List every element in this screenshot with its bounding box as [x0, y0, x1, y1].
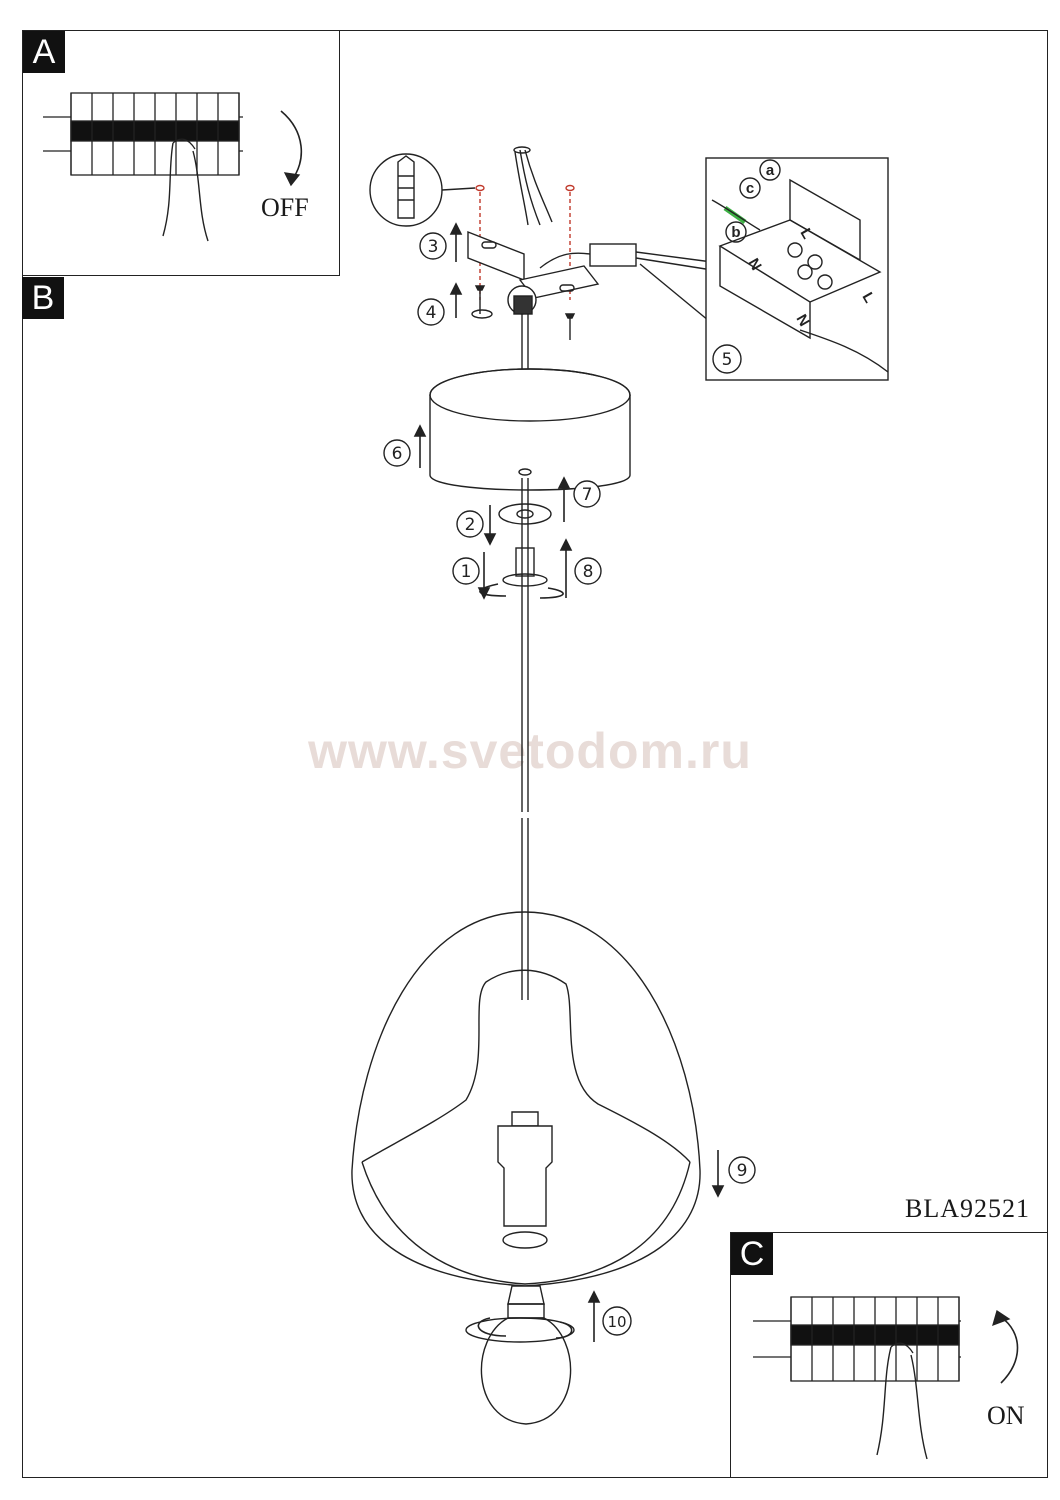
light-bulb [465, 1285, 575, 1425]
step-arrows [413, 222, 725, 1342]
panel-b-tag: B [22, 277, 64, 319]
page-frame [22, 30, 1048, 1478]
step-number-circles [383, 232, 756, 1336]
step-1: 1 [461, 562, 472, 582]
terminal-block-callout [705, 157, 889, 381]
step-6: 6 [392, 444, 403, 464]
panel-a-tag: A [23, 31, 65, 73]
panel-c: C ON [730, 1232, 1048, 1478]
terminal-label-b: b [731, 224, 740, 241]
terminal-label-c: c [746, 180, 754, 197]
step-3: 3 [428, 237, 439, 257]
step-7: 7 [582, 485, 593, 505]
on-label: ON [987, 1401, 1025, 1430]
terminal-label-a: a [766, 162, 775, 179]
wall-plug-icon [369, 153, 476, 227]
step-4: 4 [426, 303, 437, 323]
model-code: BLA92521 [905, 1194, 1030, 1223]
step-8: 8 [583, 562, 594, 582]
canopy [429, 368, 631, 491]
off-label: OFF [261, 193, 309, 222]
lamp-holder [497, 1111, 553, 1249]
breaker-panel-off-illustration [43, 92, 303, 242]
breaker-panel-on-illustration [753, 1296, 1019, 1460]
step-9: 9 [737, 1161, 748, 1181]
mounting-bracket [467, 230, 600, 315]
panel-a: A OFF [22, 30, 340, 276]
panel-c-tag: C [731, 1233, 773, 1275]
step-2: 2 [465, 515, 476, 535]
step-10: 10 [607, 1313, 626, 1331]
lamp-shade [351, 911, 701, 1287]
step-5: 5 [722, 350, 733, 370]
